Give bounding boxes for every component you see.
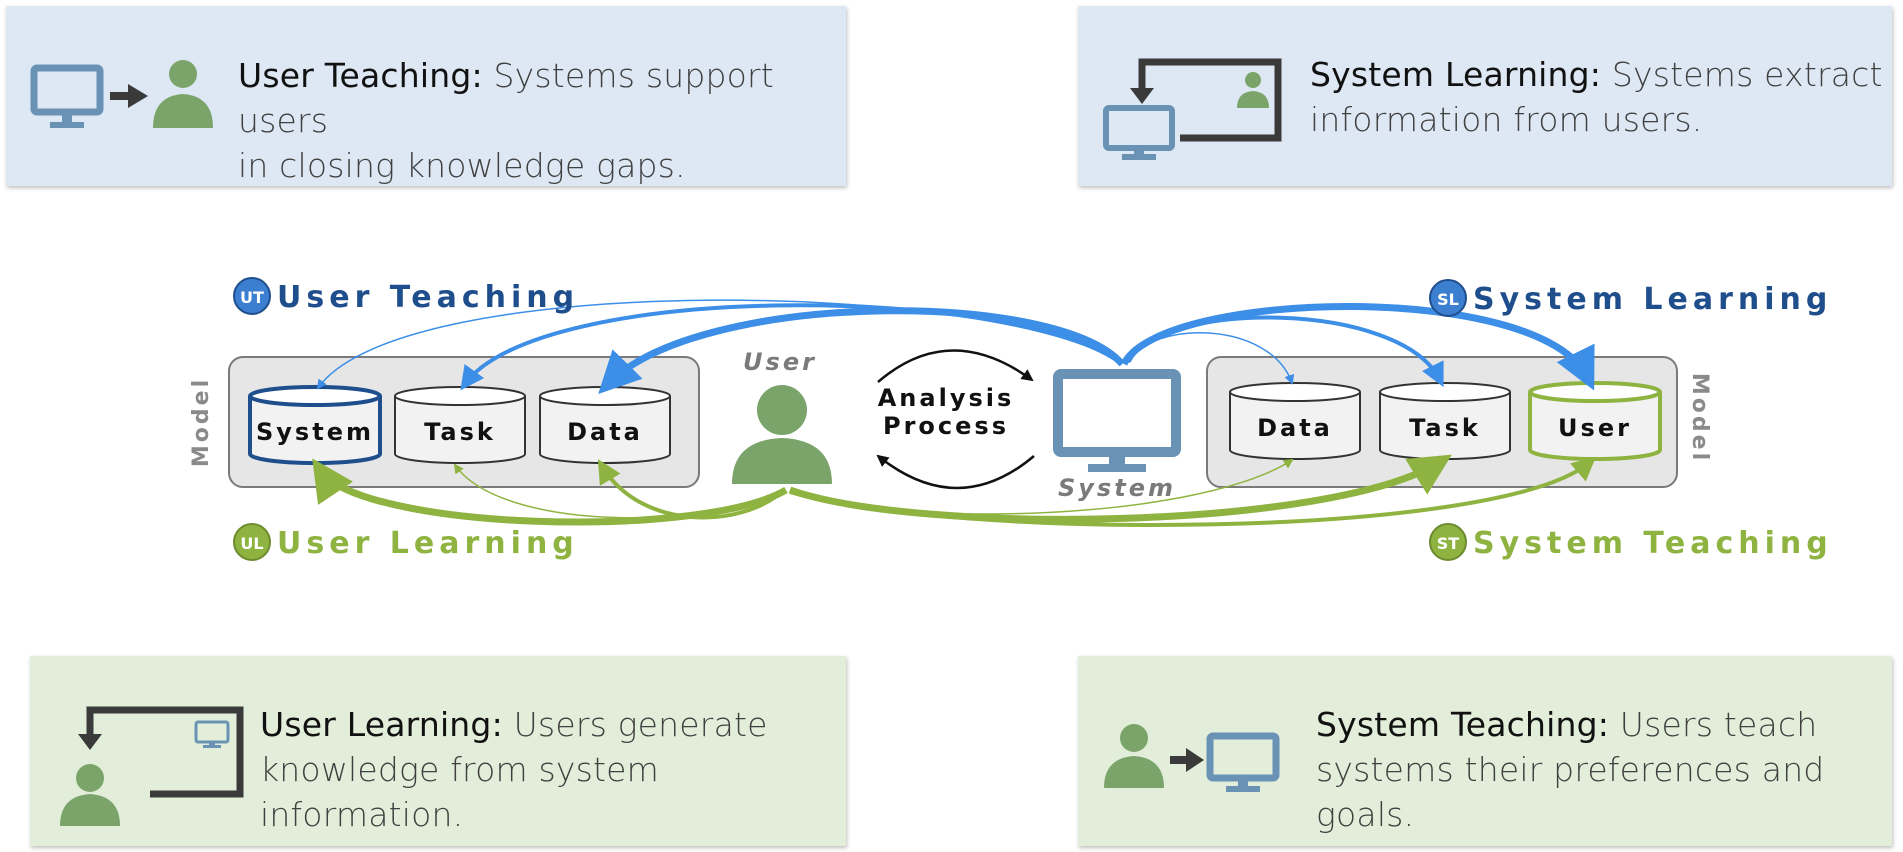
arrow-ut-task	[460, 303, 1124, 391]
user-teaching-definition: User Teaching: Systems support users in …	[238, 53, 846, 188]
definition-text: Systems support users	[238, 56, 774, 140]
badge-system-teaching: ST System Teaching	[1429, 523, 1833, 561]
feedback-loop-icon	[78, 706, 244, 798]
store-label: System	[256, 418, 374, 446]
store-data: Data	[1229, 382, 1361, 460]
system-teaching-icon	[1104, 724, 1280, 792]
card-system-teaching: System Teaching: Users teach systems the…	[1078, 656, 1892, 846]
definition-text: Systems extract	[1601, 55, 1883, 94]
analysis-process-label: Process	[883, 412, 1009, 440]
system-learning-icon	[1103, 58, 1282, 160]
card-user-teaching: User Teaching: Systems support users in …	[6, 6, 846, 186]
cycle-arrow-top	[877, 349, 1034, 383]
right-model-side-label: Model	[1687, 373, 1712, 463]
arrow-ul-data	[597, 459, 786, 520]
badge-abbr: UT	[240, 288, 264, 307]
arrow-right-icon	[1170, 748, 1204, 772]
monitor-icon	[1103, 105, 1175, 160]
store-label: Task	[1409, 414, 1481, 442]
left-model-side-label: Model	[189, 377, 214, 467]
badge-label: User Learning	[277, 526, 579, 561]
person-icon	[60, 764, 120, 826]
user-learning-icon	[60, 706, 244, 826]
store-label: Task	[424, 418, 496, 446]
store-task: Task	[1379, 382, 1511, 460]
term-label: User Learning:	[260, 705, 503, 744]
analysis-process-label: Analysis	[878, 384, 1015, 412]
definition-text: knowledge from system information.	[260, 750, 660, 834]
card-user-learning: User Learning: Users generate knowledge …	[30, 656, 846, 846]
badge-abbr: UL	[240, 534, 263, 553]
monitor-icon	[30, 64, 104, 128]
monitor-icon	[1053, 369, 1181, 472]
store-user: User	[1528, 381, 1662, 461]
badge-label: System Learning	[1473, 282, 1832, 317]
arrow-ul-task	[453, 463, 785, 519]
store-data: Data	[539, 386, 671, 464]
definition-text: systems their preferences and goals.	[1316, 750, 1825, 834]
store-label: User	[1558, 414, 1632, 442]
cycle-arrow-bottom	[876, 454, 1035, 490]
user-label: User	[743, 348, 817, 376]
system-label: System	[1058, 474, 1176, 502]
store-task: Task	[394, 386, 526, 464]
system-learning-definition: System Learning: Systems extract informa…	[1310, 52, 1883, 142]
store-label: Data	[567, 418, 643, 446]
term-label: User Teaching:	[238, 56, 483, 95]
badge-label: User Teaching	[277, 280, 579, 315]
person-icon	[153, 60, 213, 128]
badge-system-learning: SL System Learning	[1429, 279, 1832, 317]
term-label: System Teaching:	[1316, 705, 1610, 744]
user-teaching-icon	[30, 60, 213, 128]
monitor-icon	[1206, 732, 1280, 792]
badge-abbr: ST	[1437, 534, 1460, 553]
card-system-learning: System Learning: Systems extract informa…	[1078, 6, 1892, 186]
badge-abbr: SL	[1437, 290, 1459, 309]
monitor-icon	[194, 720, 230, 748]
person-icon	[1237, 72, 1269, 108]
badge-label: System Teaching	[1473, 526, 1833, 561]
definition-text: in closing knowledge gaps.	[238, 146, 686, 185]
arrow-sl-user	[1120, 303, 1595, 391]
definition-text: information from users.	[1310, 100, 1703, 139]
system-teaching-definition: System Teaching: Users teach systems the…	[1316, 702, 1892, 837]
person-icon	[1104, 724, 1164, 788]
arrow-ut-data	[598, 307, 1125, 394]
user-learning-definition: User Learning: Users generate knowledge …	[260, 702, 846, 837]
definition-text: Users teach	[1609, 705, 1818, 744]
badge-user-teaching: UT User Teaching	[233, 277, 579, 315]
arrow-st-user	[789, 456, 1597, 527]
store-system: System	[248, 385, 382, 465]
feedback-loop-icon	[1130, 58, 1282, 142]
arrow-right-icon	[110, 84, 148, 108]
badge-user-learning: UL User Learning	[233, 523, 579, 561]
term-label: System Learning:	[1310, 55, 1602, 94]
person-icon	[732, 385, 832, 484]
store-label: Data	[1257, 414, 1333, 442]
definition-text: Users generate	[502, 705, 768, 744]
